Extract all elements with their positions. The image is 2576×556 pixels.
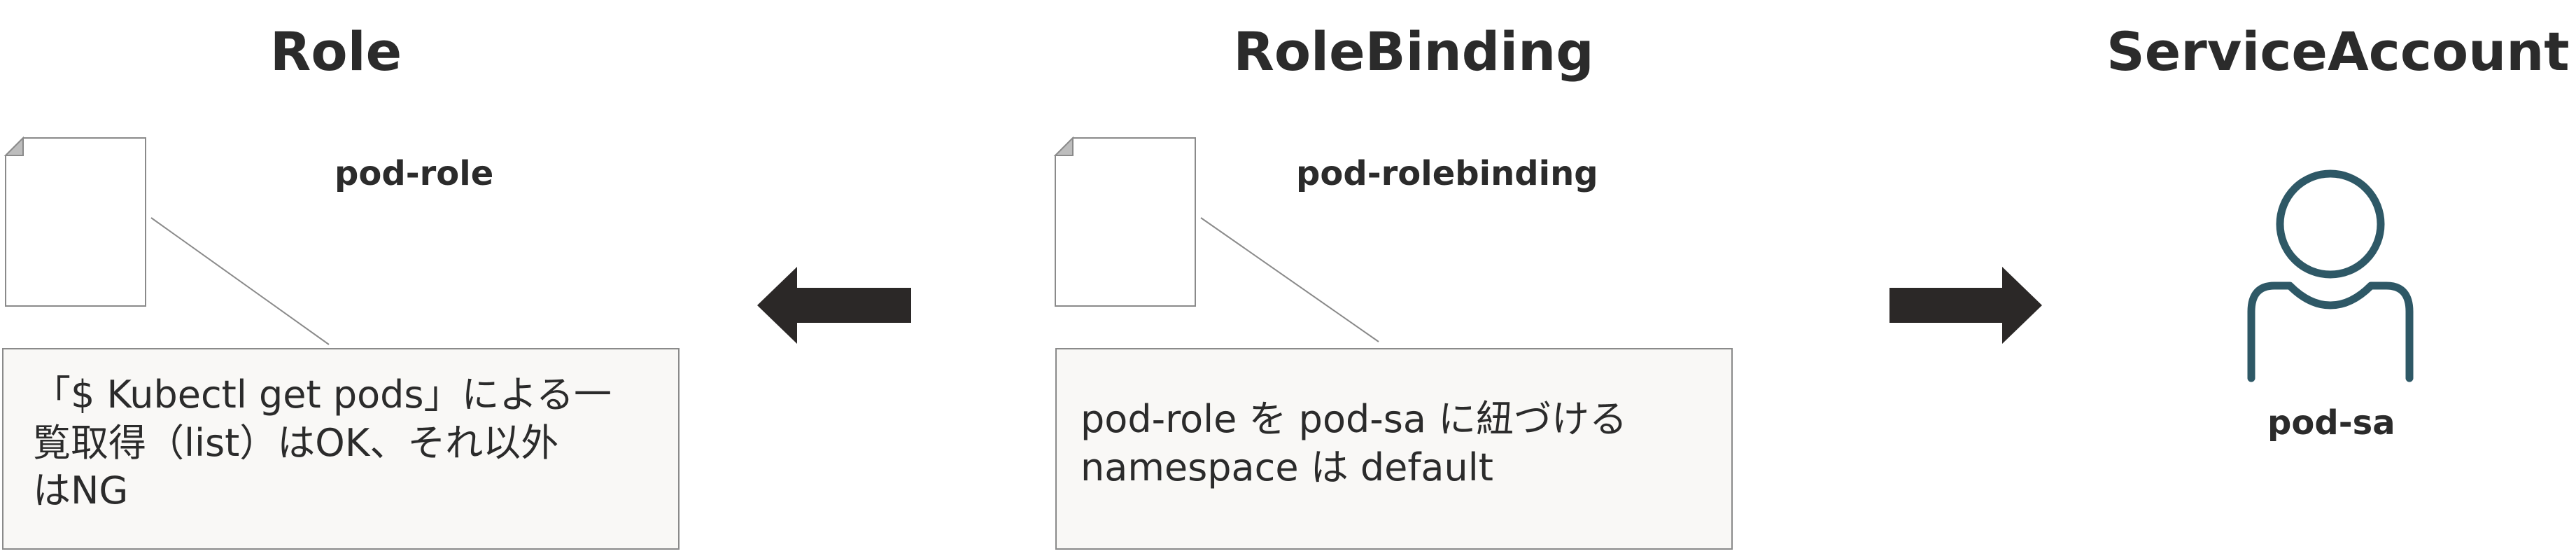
role-heading: Role <box>269 20 402 83</box>
role-callout-connector <box>150 217 330 345</box>
serviceaccount-resource-name: pod-sa <box>2267 403 2395 443</box>
role-document-icon <box>3 136 146 307</box>
rolebinding-resource-name: pod-rolebinding <box>1296 154 1598 193</box>
serviceaccount-heading: ServiceAccount <box>2106 20 2570 83</box>
rolebinding-note: pod-role を pod-sa に紐づける namespace は defa… <box>1055 348 1733 550</box>
role-resource-name: pod-role <box>335 154 494 193</box>
role-note-line: 覧取得（list）はOK、それ以外 <box>33 420 559 465</box>
arrow-right-icon <box>1889 267 2042 344</box>
role-note-line: はNG <box>33 468 129 513</box>
rolebinding-document-icon <box>1053 136 1196 307</box>
rolebinding-heading: RoleBinding <box>1233 20 1594 83</box>
arrow-left-icon <box>757 267 911 344</box>
rolebinding-note-line: pod-role を pod-sa に紐づける <box>1081 397 1628 441</box>
person-icon <box>2247 169 2414 382</box>
role-note-line: 「$ Kubectl get pods」による一 <box>33 373 612 417</box>
role-note: 「$ Kubectl get pods」による一 覧取得（list）はOK、それ… <box>2 348 680 550</box>
rolebinding-note-line: namespace は default <box>1081 445 1493 489</box>
rolebinding-callout-connector <box>1200 217 1379 342</box>
